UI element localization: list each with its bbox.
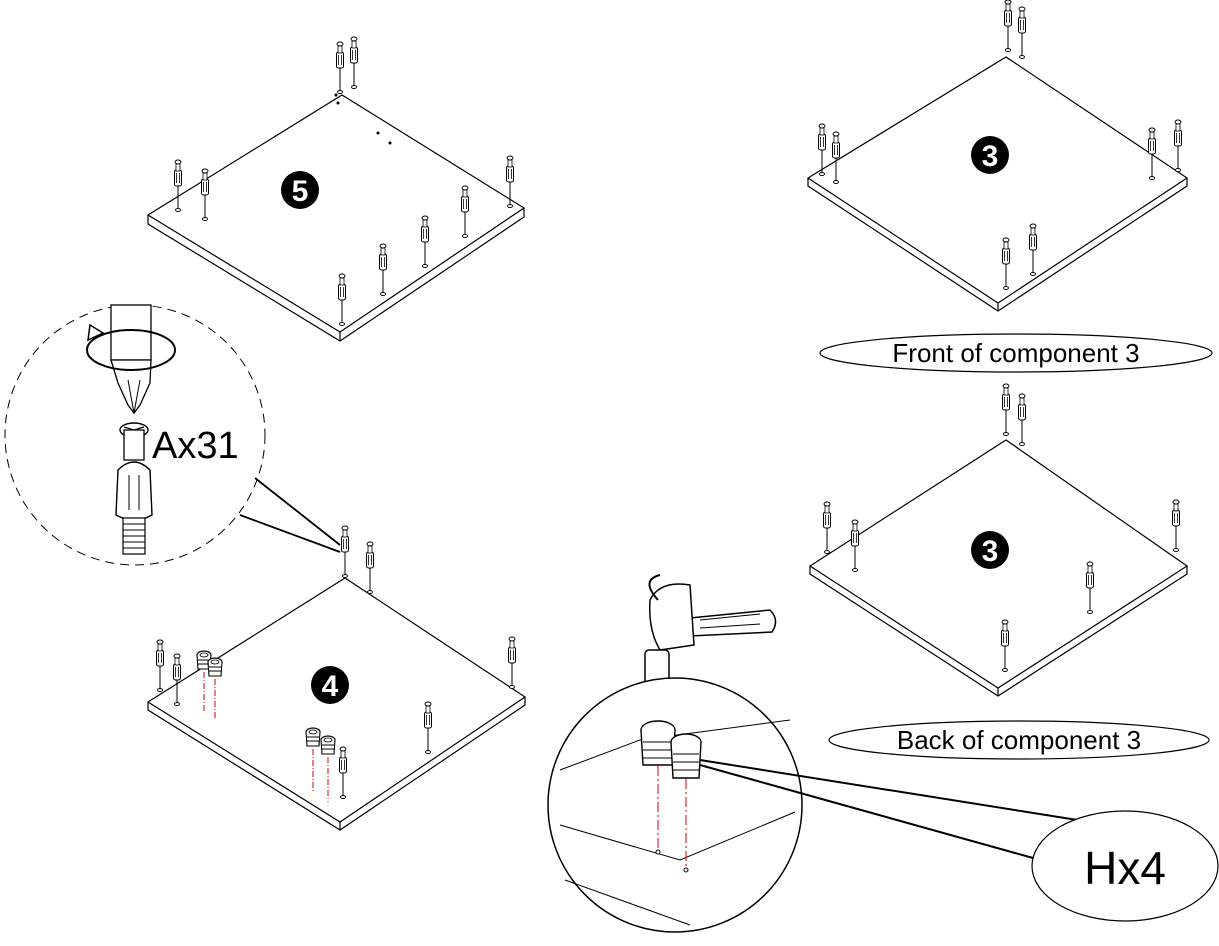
cam-bolt bbox=[341, 525, 349, 578]
back-label-ellipse bbox=[828, 720, 1210, 760]
cam-bolt bbox=[156, 639, 164, 692]
hx4-label-ellipse bbox=[1031, 810, 1219, 922]
panel-5: 5 bbox=[146, 36, 526, 342]
cam-bolt bbox=[350, 36, 358, 89]
hammer-icon bbox=[644, 574, 777, 687]
step-badge-3-back bbox=[971, 531, 1009, 569]
cam-bolt bbox=[1174, 119, 1182, 172]
step-number-5: 5 bbox=[292, 175, 309, 208]
cam-bolt bbox=[1018, 393, 1026, 446]
step-number-3-back: 3 bbox=[982, 535, 999, 568]
cam-nut bbox=[305, 727, 321, 747]
step-badge-4 bbox=[311, 666, 349, 704]
bolt-detail-callout: Ax31 bbox=[4, 304, 341, 566]
cam-nut bbox=[320, 735, 336, 755]
cam-bolt bbox=[366, 541, 374, 594]
cam-nut bbox=[207, 657, 223, 677]
cam-bolt bbox=[508, 636, 516, 689]
screwdriver-icon bbox=[110, 304, 152, 415]
rotation-arrow-icon bbox=[86, 323, 176, 371]
camnut-detail-callout bbox=[547, 677, 1091, 933]
cam-bolt bbox=[823, 501, 831, 554]
panel-3-front: 3 bbox=[806, 0, 1189, 312]
cam-bolt bbox=[336, 41, 344, 94]
step-badge-5 bbox=[281, 171, 319, 209]
cam-bolt-large-icon bbox=[115, 422, 153, 555]
step-number-3-front: 3 bbox=[982, 140, 999, 173]
cam-bolt bbox=[1172, 499, 1180, 552]
panel-3-back: 3 bbox=[808, 383, 1189, 697]
cam-nut-quantity-label: Hx4 bbox=[1084, 842, 1166, 894]
panel-4: 4 bbox=[146, 525, 527, 831]
back-of-component-label: Back of component 3 bbox=[897, 725, 1141, 755]
cam-nut-large-icon bbox=[640, 720, 702, 779]
cam-bolt-quantity-label: Ax31 bbox=[152, 425, 239, 467]
front-of-component-label: Front of component 3 bbox=[892, 338, 1139, 368]
cam-bolt bbox=[1004, 0, 1012, 52]
step-badge-3-front bbox=[971, 136, 1009, 174]
cam-bolt bbox=[1018, 6, 1026, 59]
front-label-ellipse bbox=[819, 333, 1213, 373]
step-number-4: 4 bbox=[322, 670, 339, 703]
cam-bolt bbox=[1002, 383, 1010, 436]
